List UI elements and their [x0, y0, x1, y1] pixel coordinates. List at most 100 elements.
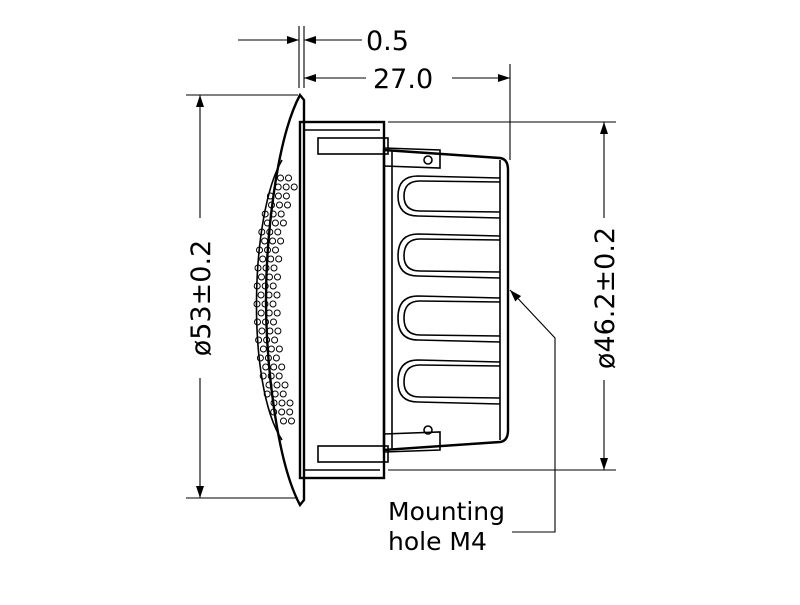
grille-hole — [278, 408, 286, 416]
grille-hole — [261, 210, 269, 218]
grille-hole — [253, 300, 261, 308]
grille-hole — [286, 408, 294, 416]
grille-hole — [256, 246, 263, 254]
grille-hole — [277, 210, 285, 218]
grille-hole — [257, 291, 265, 299]
grille-hole — [254, 318, 261, 326]
grille-hole — [266, 273, 273, 281]
grille-hole — [285, 174, 292, 182]
grille-hole — [275, 345, 283, 353]
grille-hole — [271, 390, 279, 398]
grille-hole — [280, 417, 287, 425]
grille-hole — [279, 390, 287, 398]
grille-hole — [273, 291, 281, 299]
grille-hole — [275, 372, 283, 380]
grille-hole — [267, 345, 275, 353]
grille-hole — [264, 354, 272, 362]
front-flange — [264, 92, 306, 508]
grille-hole — [288, 417, 295, 425]
grille-hole — [264, 246, 271, 254]
grille-hole — [259, 372, 267, 380]
grille-hole — [274, 327, 282, 335]
grille-hole — [263, 390, 271, 398]
grille-hole — [271, 336, 279, 344]
grille-hole — [278, 363, 286, 371]
dim-depth-label: 27.0 — [373, 64, 433, 95]
grille-hole — [274, 192, 282, 200]
grille-hole — [262, 264, 270, 272]
grille-hole — [282, 183, 290, 191]
grille-hole — [282, 192, 290, 200]
dimension-outer-diameter: ø53±0.2 — [186, 94, 298, 499]
grille-hole — [286, 399, 294, 407]
grille-hole — [265, 291, 273, 299]
grille-hole — [268, 201, 275, 209]
grille-hole — [263, 336, 271, 344]
grille-hole — [279, 219, 287, 227]
grille-hole — [269, 210, 277, 218]
dim-cutout-diameter-label: ø46.2±0.2 — [590, 227, 621, 369]
grille-hole — [274, 228, 282, 236]
grille-hole — [273, 381, 281, 389]
grille-hole — [277, 174, 284, 182]
grille-hole — [256, 354, 264, 362]
grille-hole — [258, 228, 266, 236]
front-plate — [298, 120, 386, 480]
grille-hole — [270, 318, 277, 326]
grille-hole — [265, 381, 273, 389]
grille-hole — [272, 354, 280, 362]
grille-hole — [275, 255, 283, 263]
grille-hole — [261, 300, 269, 308]
grille-hole — [266, 327, 274, 335]
grille-hole — [272, 246, 279, 254]
grille-hole — [269, 237, 277, 245]
grille-hole — [274, 183, 282, 191]
grille-hole — [265, 309, 273, 317]
grille-hole — [259, 345, 267, 353]
grille-hole — [270, 399, 278, 407]
grille-hole — [262, 318, 269, 326]
grille-hole — [270, 264, 278, 272]
grille-hole — [270, 363, 278, 371]
grille-hole — [253, 282, 261, 290]
grille-hole — [258, 327, 266, 335]
dim-flange-thickness-label: 0.5 — [366, 26, 409, 57]
grille-holes — [253, 174, 298, 425]
grille-hole — [255, 336, 263, 344]
grille-hole — [274, 273, 281, 281]
speaker-body — [253, 92, 510, 508]
note-line-2: hole M4 — [388, 527, 487, 556]
grille-hole — [266, 228, 274, 236]
grille-hole — [258, 273, 265, 281]
dim-outer-diameter-label: ø53±0.2 — [186, 240, 217, 356]
grille-hole — [263, 219, 271, 227]
top-clip — [317, 137, 441, 169]
grille-hole — [277, 237, 285, 245]
grille-hole — [259, 255, 267, 263]
grille-hole — [266, 192, 274, 200]
grille-hole — [262, 363, 270, 371]
bottom-clip — [317, 425, 441, 463]
rear-housing — [382, 148, 510, 452]
grille-hole — [290, 183, 298, 191]
grille-hole — [273, 309, 281, 317]
grille-hole — [281, 381, 289, 389]
grille-hole — [278, 399, 286, 407]
grille-hole — [271, 219, 279, 227]
grille-hole — [269, 282, 277, 290]
grille-dome — [255, 159, 283, 441]
grille-hole — [270, 408, 278, 416]
grille-hole — [254, 264, 262, 272]
grille-hole — [257, 309, 265, 317]
grille-hole — [267, 255, 275, 263]
note-line-1: Mounting — [388, 497, 505, 526]
grille-hole — [261, 237, 269, 245]
dimension-cutout-diameter: ø46.2±0.2 — [388, 121, 621, 471]
grille-hole — [269, 300, 277, 308]
cooling-fins — [397, 175, 501, 405]
grille-hole — [284, 201, 291, 209]
grille-hole — [276, 201, 283, 209]
grille-hole — [267, 372, 275, 380]
